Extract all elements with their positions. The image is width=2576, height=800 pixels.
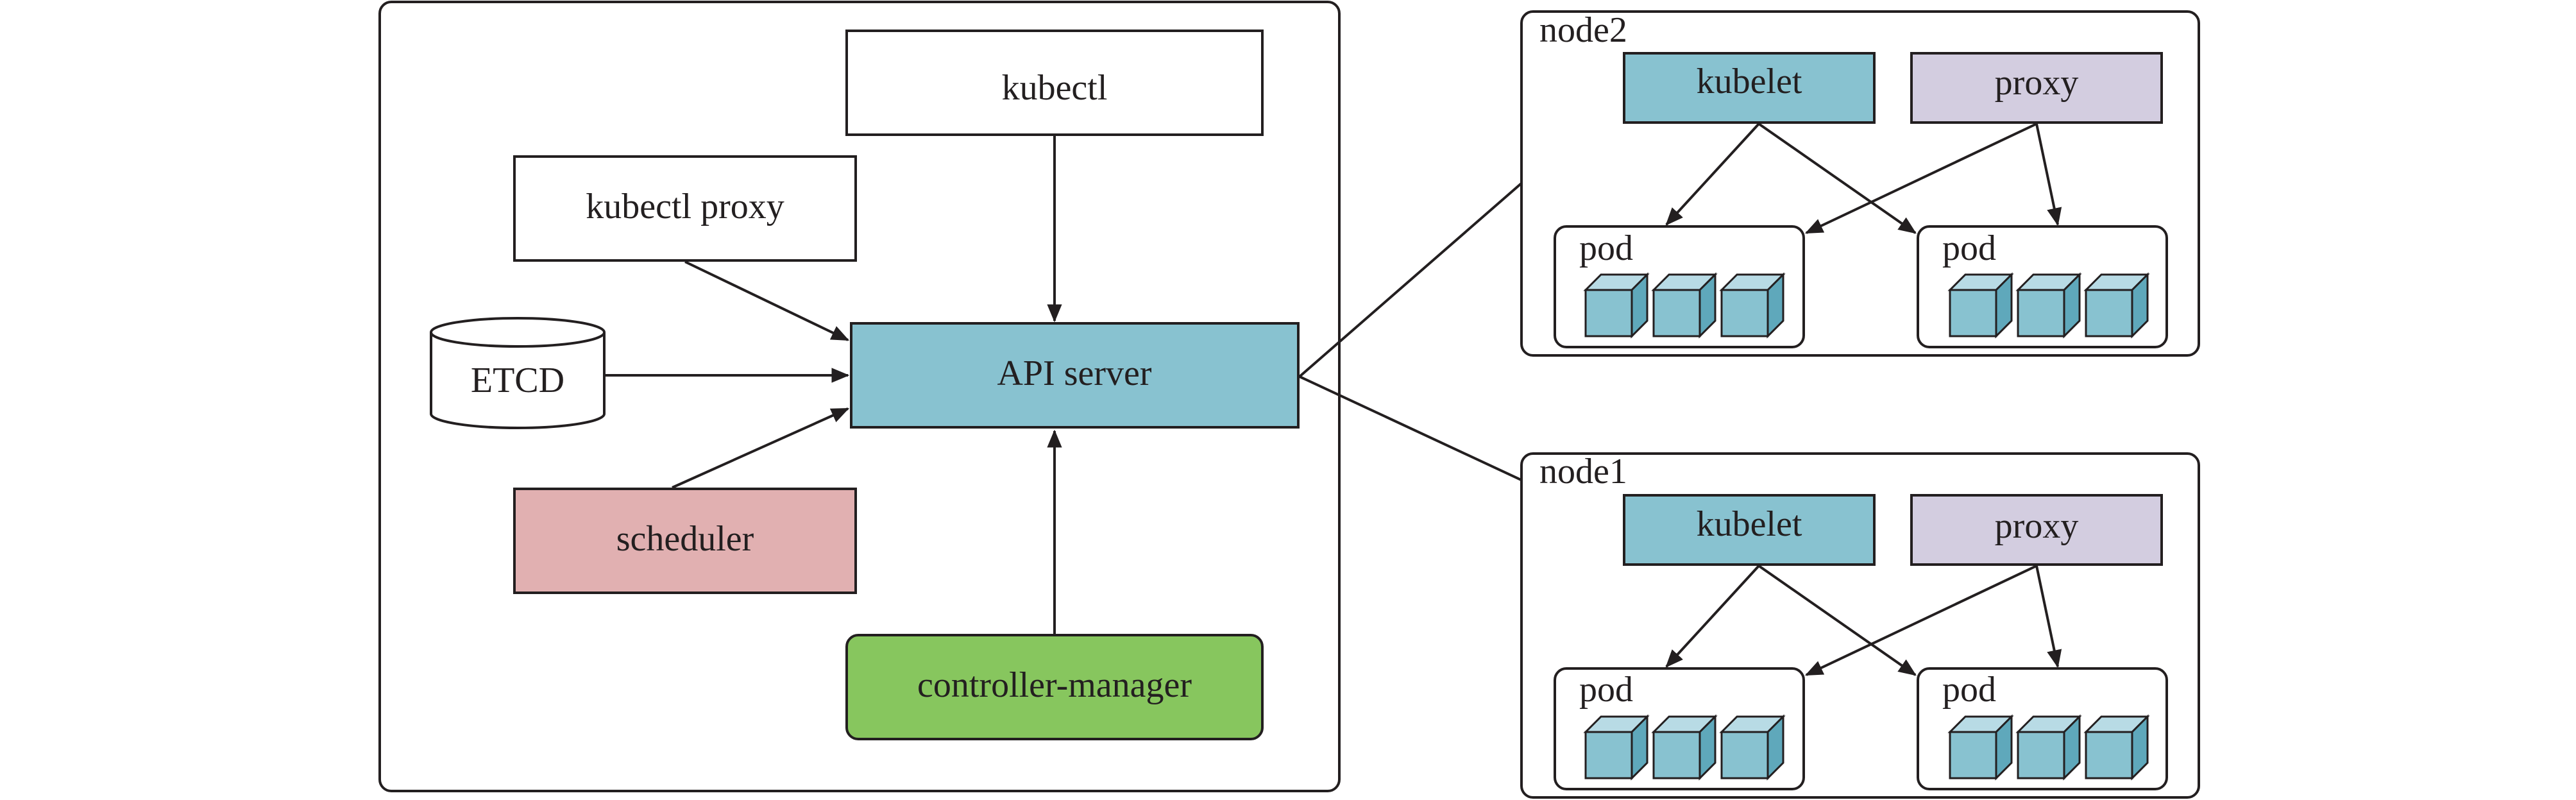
cube-front-face: [2017, 731, 2065, 779]
container-cube-icon: [1583, 272, 1650, 339]
edge-node2-kubelet-to-pod-a: [1665, 123, 1760, 226]
node1-proxy-label: proxy: [1995, 506, 2079, 546]
edge-node2-proxy-to-pod-a: [1804, 123, 2037, 234]
cube-front-face: [2017, 289, 2065, 337]
container-cube-icon: [2015, 272, 2082, 339]
container-cube-icon: [1583, 714, 1650, 781]
edge-node1-proxy-to-pod-b: [2035, 565, 2062, 668]
cube-front-face: [1584, 731, 1633, 779]
etcd-top: [430, 317, 606, 348]
node2-group: node2 kubelet proxy pod pod: [1520, 10, 2200, 357]
scheduler-label: scheduler: [616, 519, 754, 559]
cube-front-face: [2085, 731, 2133, 779]
api-server-label: API server: [997, 353, 1151, 393]
node2-pod-b-containers: [1947, 272, 2150, 339]
container-cube-icon: [1651, 272, 1718, 339]
container-cube-icon: [1719, 714, 1786, 781]
container-cube-icon: [2015, 714, 2082, 781]
container-cube-icon: [1719, 272, 1786, 339]
node1-pod-b-containers: [1947, 714, 2150, 781]
container-cube-icon: [1651, 714, 1718, 781]
node1-pod-a-containers: [1583, 714, 1786, 781]
node1-kubelet-label: kubelet: [1697, 504, 1802, 544]
edge-node1-kubelet-to-pod-b: [1758, 565, 1917, 676]
scheduler-rect: [513, 488, 857, 594]
edge-node1-proxy-to-pod-a: [1804, 565, 2037, 676]
etcd-body: [430, 332, 606, 429]
container-cube-icon: [1947, 714, 2014, 781]
kubectl-label: kubectl: [1002, 68, 1108, 108]
edge-node2-kubelet-to-pod-b: [1758, 123, 1917, 234]
controller-manager-rect: [845, 634, 1264, 740]
container-cube-icon: [2083, 714, 2150, 781]
cube-front-face: [1652, 731, 1701, 779]
node2-pod-b-label: pod: [1942, 228, 1996, 268]
container-cube-icon: [1947, 272, 2014, 339]
controller-manager-label: controller-manager: [917, 665, 1192, 705]
cube-front-face: [2085, 289, 2133, 337]
cube-front-face: [1720, 289, 1769, 337]
node2-pod-a-label: pod: [1579, 228, 1633, 268]
node2-proxy-label: proxy: [1995, 63, 2079, 103]
node2-kubelet-label: kubelet: [1697, 62, 1802, 101]
cube-front-face: [1949, 731, 1997, 779]
edge-node1-kubelet-to-pod-a: [1665, 565, 1760, 668]
node1-group: node1 kubelet proxy pod pod: [1520, 452, 2200, 799]
cube-front-face: [1949, 289, 1997, 337]
kubectl-box: kubectl: [845, 30, 1264, 136]
node1-kubelet-rect: [1623, 494, 1876, 566]
node2-pod-a-containers: [1583, 272, 1786, 339]
kubectl-proxy-rect: [513, 155, 857, 262]
kubectl-rect: [845, 30, 1264, 136]
cube-front-face: [1652, 289, 1701, 337]
node1-pod-b-label: pod: [1942, 670, 1996, 710]
kubectl-proxy-box: kubectl proxy: [513, 155, 857, 262]
cube-front-face: [1720, 731, 1769, 779]
node2-title: node2: [1539, 10, 1627, 50]
node1-pod-a-label: pod: [1579, 670, 1633, 710]
node1-title: node1: [1539, 452, 1627, 491]
node2-kubelet-rect: [1623, 52, 1876, 124]
api-server-box: API server: [850, 322, 1300, 429]
edge-scheduler-to-api: [672, 407, 850, 489]
api-server-rect: [850, 322, 1300, 429]
node2-proxy-rect: [1910, 52, 2163, 124]
etcd-label: ETCD: [471, 361, 564, 400]
etcd-database: ETCD: [430, 317, 606, 429]
cube-front-face: [1584, 289, 1633, 337]
edge-node2-proxy-to-pod-b: [2035, 123, 2062, 226]
node1-proxy-rect: [1910, 494, 2163, 566]
container-cube-icon: [2083, 272, 2150, 339]
edge-kubectl-proxy-to-api: [684, 260, 850, 341]
kubectl-proxy-label: kubectl proxy: [586, 187, 784, 226]
scheduler-box: scheduler: [513, 488, 857, 594]
controller-manager-box: controller-manager: [845, 634, 1264, 740]
